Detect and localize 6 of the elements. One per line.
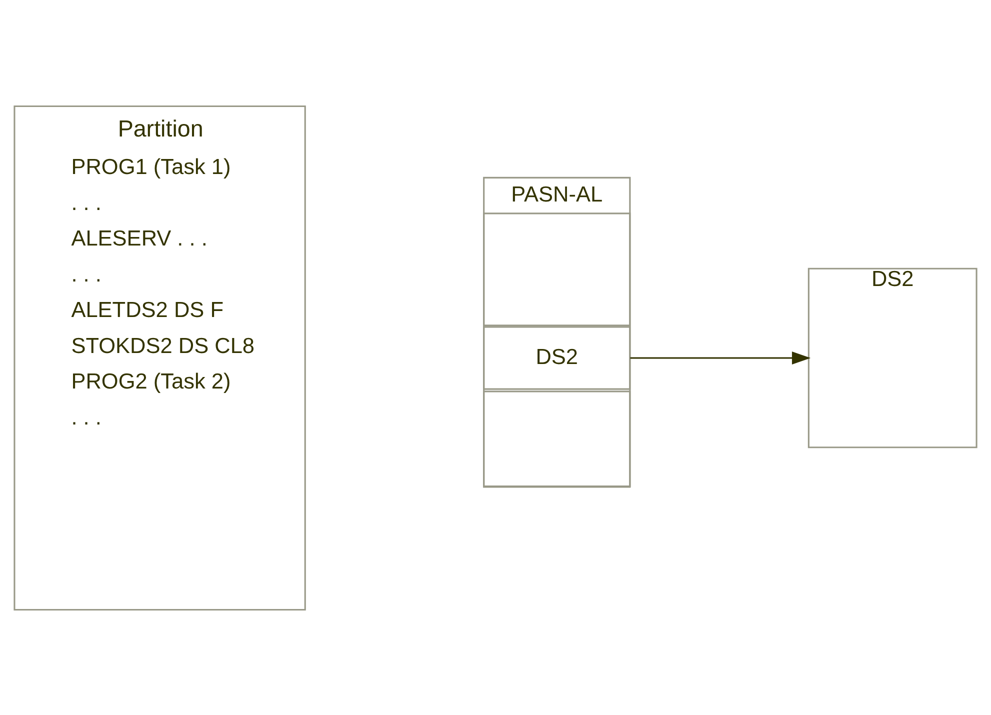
node-box (483, 212, 631, 326)
node-box: DS2 (483, 326, 631, 390)
node-box: DS2 (808, 267, 978, 448)
node-box (483, 390, 631, 486)
node-box: Partition PROG1 (Task 1) . . . ALESERV . . . . . . ALETDS2 DS F STOKDS2 DS CL8 PROG2 (Task 2) . . . (14, 104, 306, 610)
arrow (630, 350, 811, 364)
